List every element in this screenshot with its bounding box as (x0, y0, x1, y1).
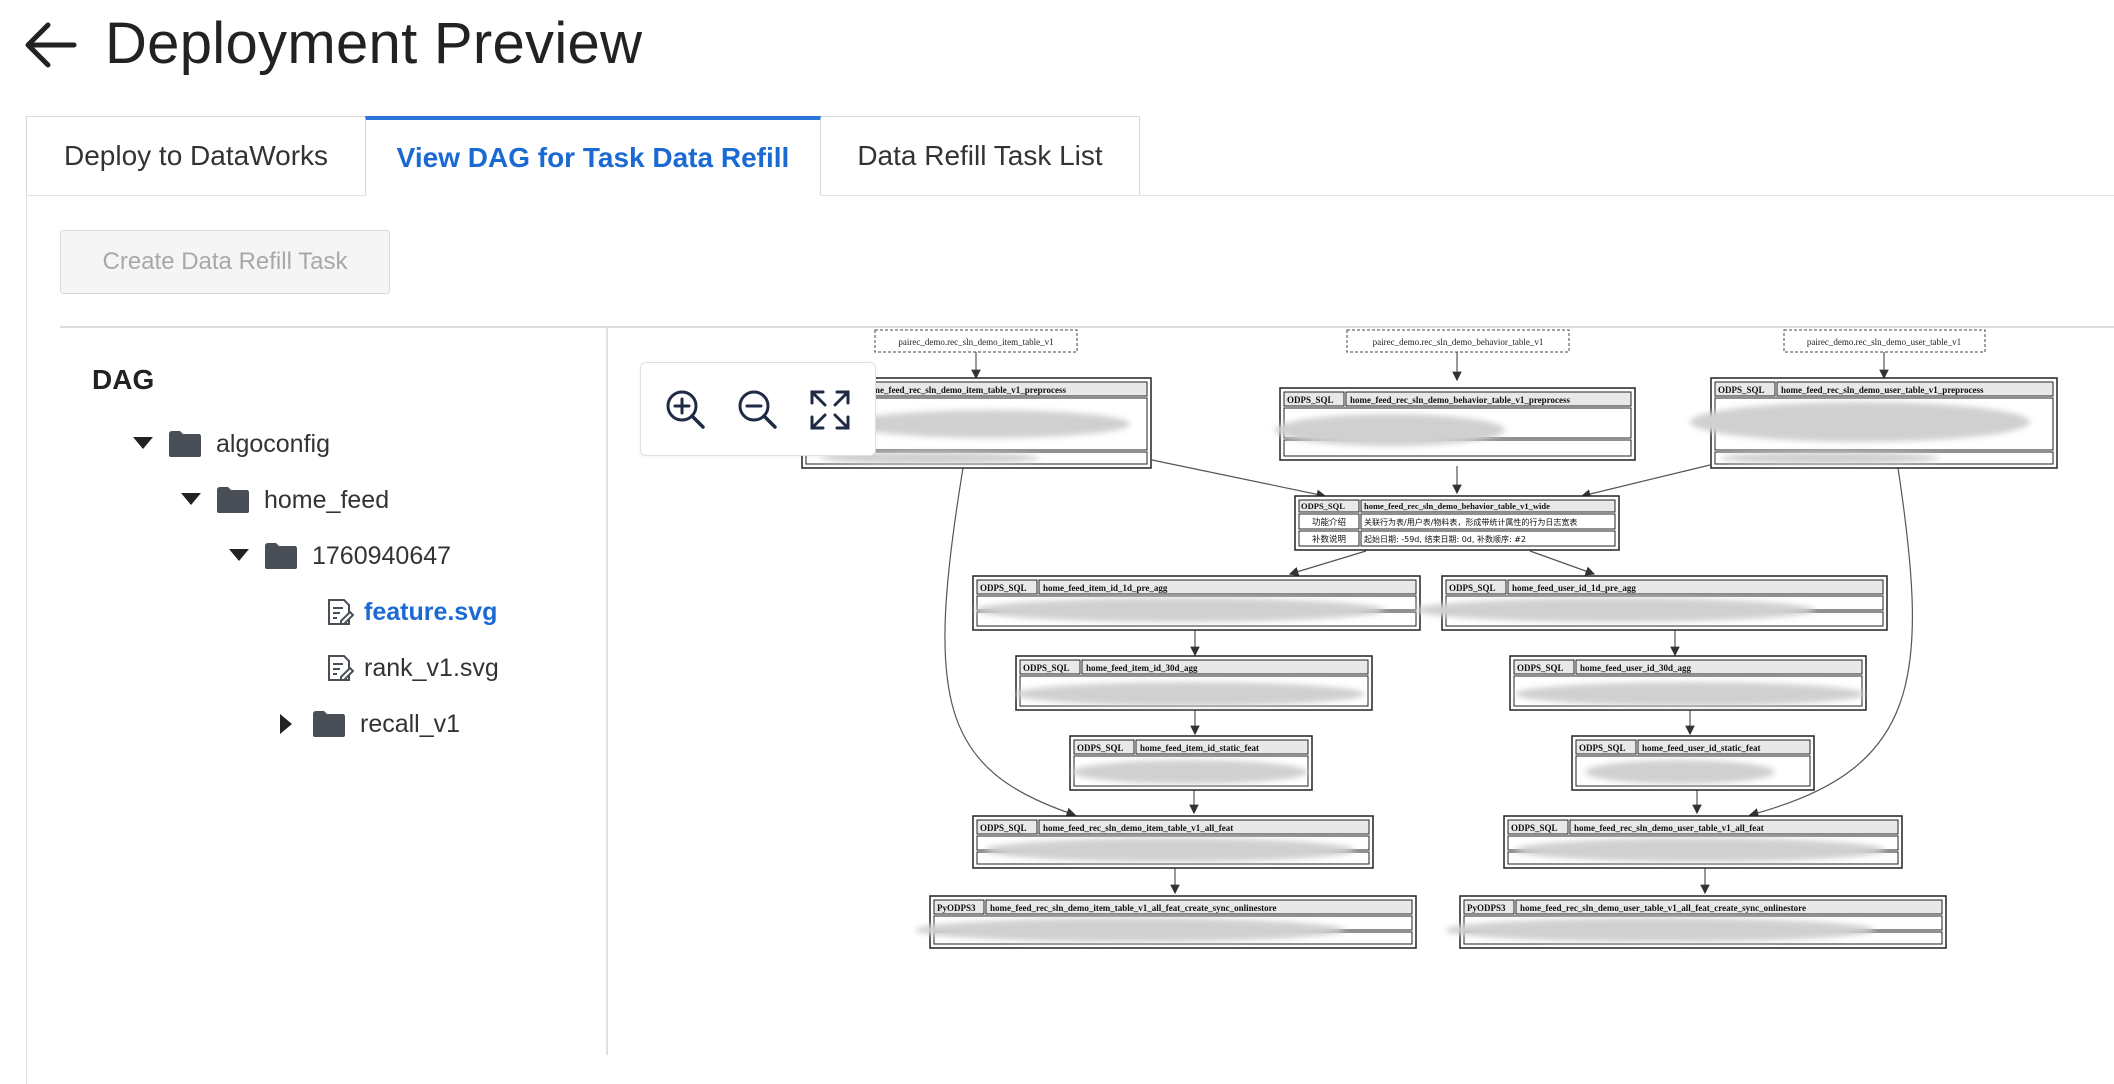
caret-down-icon[interactable] (176, 485, 206, 515)
dag-node-user-1d-pre-agg[interactable]: ODPS_SQL home_feed_user_id_1d_pre_agg (1415, 575, 1888, 631)
tree-node-label: algoconfig (216, 429, 330, 458)
dag-node-name: home_feed_item_id_1d_pre_agg (1043, 583, 1168, 593)
dag-graph: pairec_demo.rec_sln_demo_item_table_v1 p… (801, 329, 2058, 949)
dag-node-name: home_feed_rec_sln_demo_item_table_v1_all… (990, 903, 1276, 913)
dag-node-item-static-feat[interactable]: ODPS_SQL home_feed_item_id_static_feat (1069, 735, 1313, 791)
divider (60, 326, 2114, 328)
dag-node-name: home_feed_rec_sln_demo_user_table_v1_pre… (1781, 385, 1984, 395)
dag-node-type: ODPS_SQL (1511, 823, 1558, 833)
tree-node-1760940647[interactable]: 1760940647 (224, 536, 451, 576)
dag-node-type: ODPS_SQL (980, 583, 1027, 593)
tab-data-refill-task-list[interactable]: Data Refill Task List (820, 116, 1140, 196)
dag-node-item-sync-onlinestore[interactable]: PyODPS3 home_feed_rec_sln_demo_item_tabl… (915, 895, 1417, 949)
dag-node-type: PyODPS3 (1467, 903, 1506, 913)
dag-node-name: home_feed_rec_sln_demo_item_table_v1_all… (1043, 823, 1233, 833)
dag-node-name: home_feed_rec_sln_demo_user_table_v1_all… (1574, 823, 1764, 833)
folder-icon (313, 711, 345, 737)
splitter[interactable] (606, 327, 608, 1055)
dag-source-user[interactable]: pairec_demo.rec_sln_demo_user_table_v1 (1783, 329, 1986, 353)
dag-node-type: ODPS_SQL (1023, 663, 1070, 673)
zoom-out-button[interactable] (733, 385, 783, 435)
tab-deploy-to-dataworks[interactable]: Deploy to DataWorks (26, 116, 366, 196)
dag-node-behavior-preprocess[interactable]: ODPS_SQL home_feed_rec_sln_demo_behavior… (1275, 387, 1636, 461)
dag-node-type: ODPS_SQL (1517, 663, 1564, 673)
tree-node-label: 1760940647 (312, 541, 452, 570)
dag-edges (944, 352, 1914, 895)
dag-source-behavior[interactable]: pairec_demo.rec_sln_demo_behavior_table_… (1346, 329, 1570, 353)
tree-node-label: recall_v1 (360, 709, 461, 738)
dag-canvas[interactable]: pairec_demo.rec_sln_demo_item_table_v1 p… (608, 327, 2114, 1055)
dag-node-desc-label: 功能介绍 (1312, 517, 1346, 528)
dag-source-label: pairec_demo.rec_sln_demo_item_table_v1 (898, 337, 1053, 347)
fit-screen-button[interactable] (805, 385, 855, 435)
tree-title: DAG (92, 364, 155, 395)
folder-icon (217, 487, 249, 513)
dag-node-type: ODPS_SQL (1718, 385, 1765, 395)
tree-node-label: rank_v1.svg (364, 653, 499, 682)
dag-node-name: home_feed_rec_sln_demo_behavior_table_v1… (1364, 501, 1550, 511)
caret-down-icon[interactable] (128, 429, 158, 459)
tab-content-panel (26, 195, 2114, 1084)
dag-node-user-sync-onlinestore[interactable]: PyODPS3 home_feed_rec_sln_demo_user_tabl… (1445, 895, 1947, 949)
tree-file-feature-svg[interactable]: feature.svg (324, 592, 497, 632)
tree-node-home-feed[interactable]: home_feed (176, 480, 389, 520)
dag-node-type: ODPS_SQL (1077, 743, 1124, 753)
dag-node-item-30d-agg[interactable]: ODPS_SQL home_feed_item_id_30d_agg (1015, 655, 1373, 711)
dag-node-name: home_feed_rec_sln_demo_behavior_table_v1… (1350, 395, 1570, 405)
dag-source-label: pairec_demo.rec_sln_demo_behavior_table_… (1373, 337, 1544, 347)
dag-node-user-static-feat[interactable]: ODPS_SQL home_feed_user_id_static_feat (1571, 735, 1815, 791)
fit-screen-icon (810, 390, 850, 430)
dag-node-refill-label: 补数说明 (1312, 534, 1346, 545)
dag-source-label: pairec_demo.rec_sln_demo_user_table_v1 (1807, 337, 1961, 347)
dag-node-user-all-feat[interactable]: ODPS_SQL home_feed_rec_sln_demo_user_tab… (1503, 815, 1903, 869)
tree-node-algoconfig[interactable]: algoconfig (128, 424, 330, 464)
arrow-left-icon (25, 22, 77, 68)
dag-node-desc-value: 关联行为表/用户表/物料表，形成带统计属性的行为日志宽表 (1364, 517, 1577, 527)
dag-node-item-1d-pre-agg[interactable]: ODPS_SQL home_feed_item_id_1d_pre_agg (972, 575, 1421, 631)
tree-node-label: home_feed (264, 485, 390, 514)
dag-node-user-30d-agg[interactable]: ODPS_SQL home_feed_user_id_30d_agg (1509, 655, 1867, 711)
tree-node-recall-v1[interactable]: recall_v1 (272, 704, 460, 744)
dag-node-behavior-wide[interactable]: ODPS_SQL home_feed_rec_sln_demo_behavior… (1294, 495, 1620, 551)
dag-node-type: ODPS_SQL (980, 823, 1027, 833)
caret-down-icon[interactable] (224, 541, 254, 571)
dag-node-name: home_feed_item_id_30d_agg (1086, 663, 1198, 673)
dag-node-name: home_feed_rec_sln_demo_user_table_v1_all… (1520, 903, 1806, 913)
tree-node-label: feature.svg (364, 597, 498, 626)
zoom-in-icon (666, 390, 705, 429)
dag-node-name: home_feed_user_id_30d_agg (1580, 663, 1691, 673)
zoom-controls (640, 362, 876, 456)
dag-node-type: PyODPS3 (937, 903, 976, 913)
dag-node-user-preprocess[interactable]: ODPS_SQL home_feed_rec_sln_demo_user_tab… (1690, 377, 2058, 469)
caret-right-icon[interactable] (272, 709, 302, 739)
dag-node-name: home_feed_user_id_static_feat (1642, 743, 1760, 753)
dag-node-item-all-feat[interactable]: ODPS_SQL home_feed_rec_sln_demo_item_tab… (972, 815, 1374, 869)
tab-bar: Deploy to DataWorks View DAG for Task Da… (26, 116, 1140, 196)
dag-node-name: home_feed_item_id_static_feat (1140, 743, 1259, 753)
page-title: Deployment Preview (105, 11, 643, 76)
dag-node-type: ODPS_SQL (1579, 743, 1626, 753)
dag-node-type: ODPS_SQL (1287, 395, 1334, 405)
dag-source-item[interactable]: pairec_demo.rec_sln_demo_item_table_v1 (874, 329, 1078, 353)
dag-node-name: ome_feed_rec_sln_demo_item_table_v1_prep… (868, 385, 1066, 395)
tree-file-rank-v1-svg[interactable]: rank_v1.svg (324, 648, 499, 688)
folder-icon (169, 431, 201, 457)
folder-icon (265, 543, 297, 569)
back-button[interactable] (22, 20, 78, 70)
file-edit-icon (328, 599, 354, 625)
file-edit-icon (328, 655, 354, 681)
zoom-in-button[interactable] (661, 385, 711, 435)
dag-node-refill-value: 起始日期: -59d, 结束日期: 0d, 补数顺序: #2 (1364, 534, 1526, 544)
dag-node-name: home_feed_user_id_1d_pre_agg (1512, 583, 1636, 593)
tab-view-dag[interactable]: View DAG for Task Data Refill (365, 116, 821, 196)
dag-node-type: ODPS_SQL (1301, 501, 1345, 511)
create-data-refill-task-button[interactable]: Create Data Refill Task (60, 230, 390, 294)
zoom-out-icon (738, 390, 777, 429)
dag-node-type: ODPS_SQL (1449, 583, 1496, 593)
